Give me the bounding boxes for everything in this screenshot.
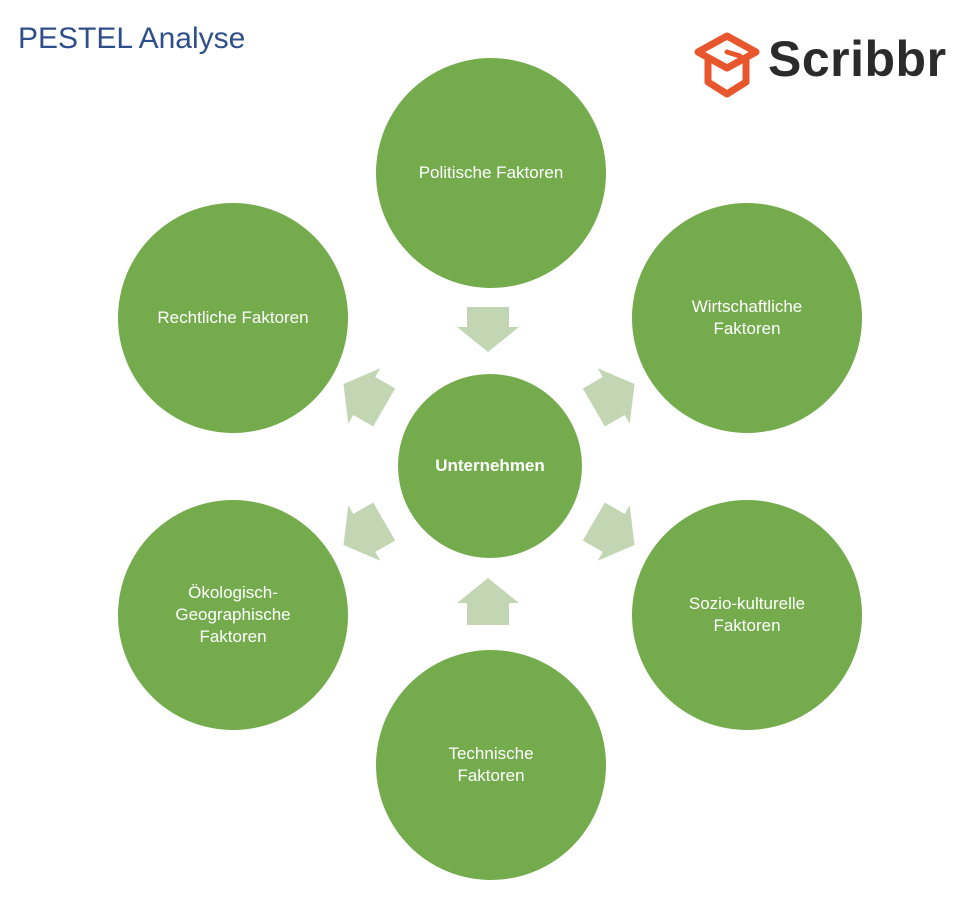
arrow-technisch <box>457 578 519 625</box>
scribbr-logo: Scribbr <box>694 28 964 100</box>
factor-node-rechtlich: Rechtliche Faktoren <box>118 203 348 433</box>
arrow-wirtschaftlich <box>582 368 635 427</box>
factor-label-wirtschaftlich: Wirtschaftliche Faktoren <box>691 297 803 338</box>
center-node-unternehmen: Unternehmen <box>398 374 582 558</box>
factor-node-wirtschaftlich: Wirtschaftliche Faktoren <box>632 203 862 433</box>
factor-label-oekologisch: Ökologisch- Geographische Faktoren <box>175 583 291 646</box>
arrow-oekologisch <box>343 502 396 561</box>
page-title: PESTEL Analyse <box>18 22 246 55</box>
arrow-rechtlich <box>343 368 396 427</box>
logo-text: Scribbr <box>768 31 947 87</box>
factor-label-technisch: Technische Faktoren <box>448 744 534 785</box>
arrow-sozio <box>582 502 635 561</box>
arrow-politisch <box>457 307 519 352</box>
factor-node-sozio: Sozio-kulturelle Faktoren <box>632 500 862 730</box>
factor-node-technisch: Technische Faktoren <box>376 650 606 880</box>
factor-label-politisch: Politische Faktoren <box>418 163 564 182</box>
center-label: Unternehmen <box>435 456 545 475</box>
graduation-cap-icon <box>694 32 760 98</box>
factor-label-sozio: Sozio-kulturelle Faktoren <box>688 594 806 635</box>
factor-node-oekologisch: Ökologisch- Geographische Faktoren <box>118 500 348 730</box>
factor-label-rechtlich: Rechtliche Faktoren <box>157 308 309 327</box>
factor-node-politisch: Politische Faktoren <box>376 58 606 288</box>
